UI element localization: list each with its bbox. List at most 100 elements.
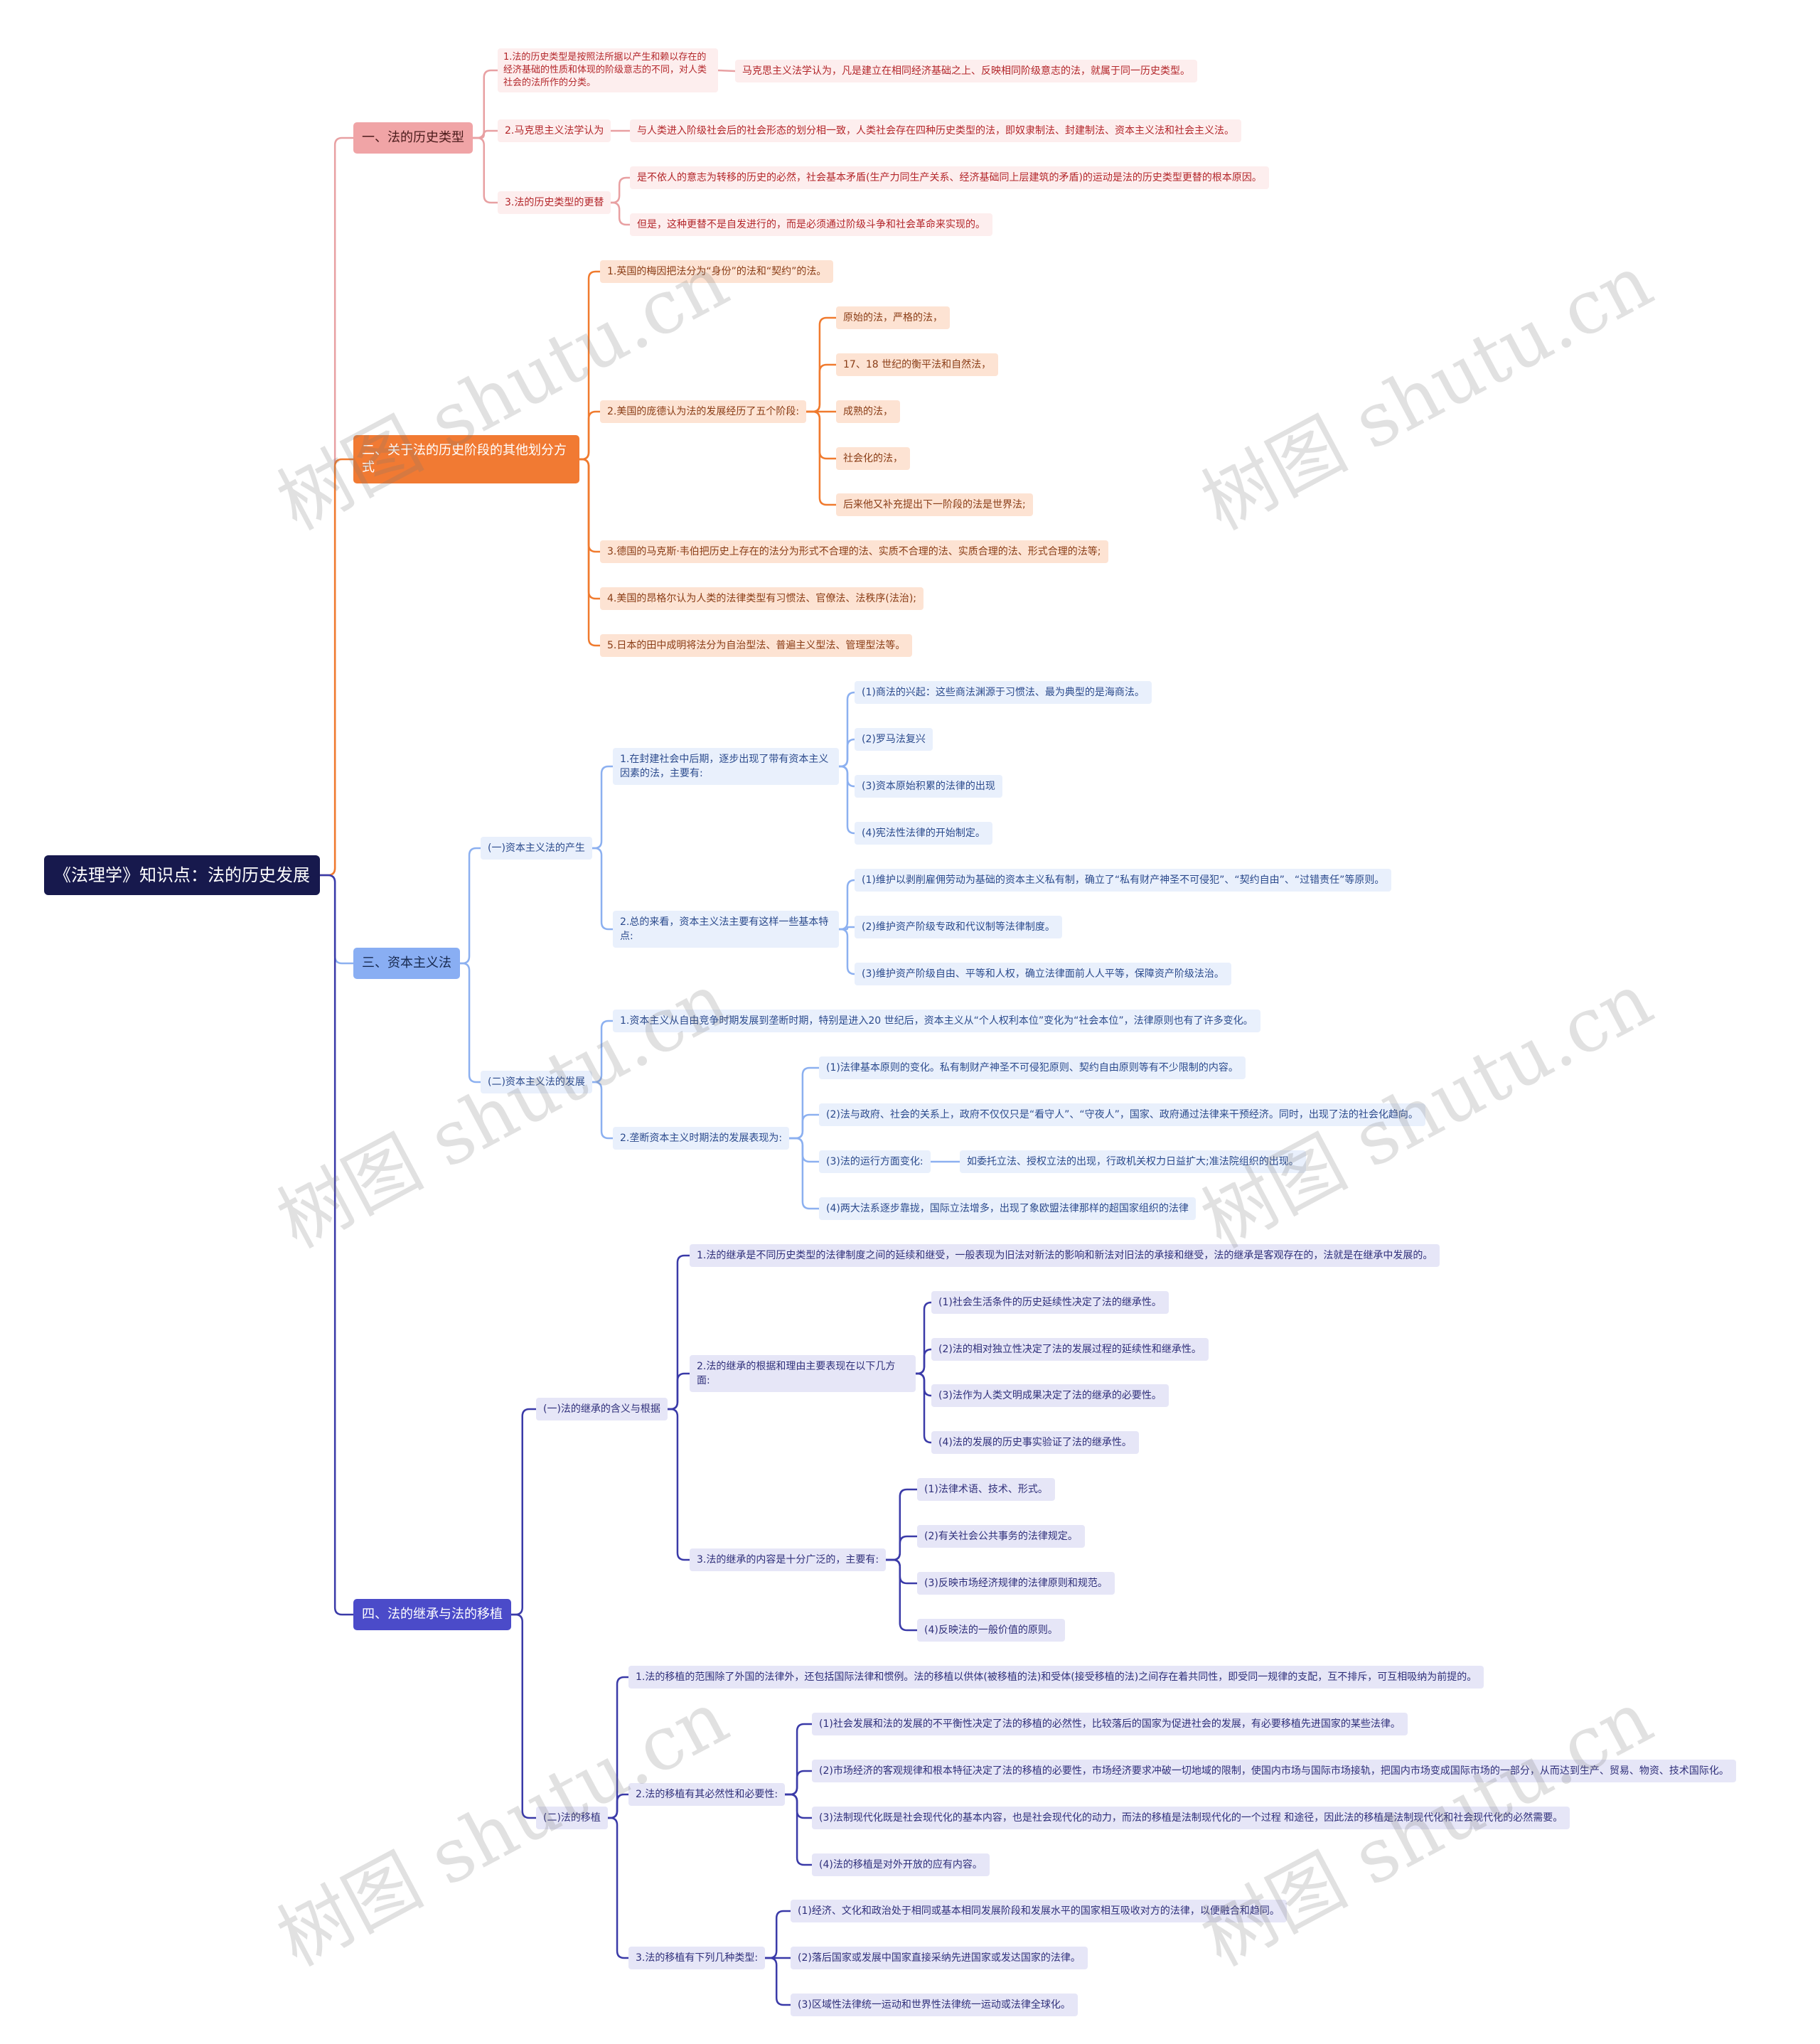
node-legal-systems-converge[interactable]: (4)两大法系逐步靠拢，国际立法增多，出现了象欧盟法律那样的超国家组织的法律	[819, 1197, 1196, 1220]
node-necessity-2[interactable]: (2)市场经济的客观规律和根本特征决定了法的移植的必要性，市场经济要求冲破一切地…	[812, 1760, 1736, 1782]
connector-line	[717, 69, 736, 73]
node-type-succession[interactable]: 3.法的历史类型的更替	[498, 191, 611, 214]
branch-historical-types[interactable]: 一、法的历史类型	[353, 122, 473, 154]
connector-line	[611, 201, 630, 226]
branch-inheritance-transplant[interactable]: 四、法的继承与法的移植	[353, 1599, 511, 1630]
node-private-property[interactable]: (1)维护以剥削雇佣劳动为基础的资本主义私有制，确立了“私有财产神圣不可侵犯”、…	[855, 869, 1392, 892]
node-inheritance-meaning[interactable]: (一)法的继承的含义与根据	[536, 1398, 668, 1420]
connector-line	[668, 1254, 690, 1411]
connector-line	[886, 1488, 917, 1561]
node-primitive-accumulation[interactable]: (3)资本原始积累的法律的出现	[855, 775, 1002, 798]
node-type-1[interactable]: (1)经济、文化和政治处于相同或基本相同发展阶段和发展水平的国家相互吸收对方的法…	[791, 1900, 1287, 1922]
connector-line	[839, 926, 855, 931]
connector-line	[668, 1408, 690, 1561]
connector-line	[789, 1113, 819, 1140]
connector-line	[511, 1408, 536, 1616]
connector-line	[785, 1770, 812, 1796]
node-inheritance-definition[interactable]: 1.法的继承是不同历史类型的法律制度之间的延续和继受，一般表现为旧法对新法的影响…	[690, 1244, 1440, 1267]
node-monopoly-manifestations[interactable]: 2.垄断资本主义时期法的发展表现为:	[613, 1127, 790, 1150]
connector-line	[789, 1137, 819, 1163]
node-pound-stage-4[interactable]: 社会化的法，	[836, 447, 910, 470]
node-succession-necessity[interactable]: 是不依人的意志为转移的历史的必然，社会基本矛盾(生产力同生产关系、经济基础同上层…	[630, 166, 1269, 189]
node-maine[interactable]: 1.英国的梅因把法分为“身份”的法和“契约”的法。	[600, 260, 834, 283]
node-content-2[interactable]: (2)有关社会公共事务的法律规定。	[917, 1525, 1085, 1548]
node-government-intervention[interactable]: (2)法与政府、社会的关系上，政府不仅仅只是“看守人”、“守夜人”，国家、政府通…	[819, 1103, 1425, 1126]
connector-line	[608, 1793, 628, 1819]
connector-line	[886, 1558, 917, 1585]
node-transplant-types[interactable]: 3.法的移植有下列几种类型:	[628, 1947, 766, 1969]
node-monopoly-period[interactable]: 1.资本主义从自由竞争时期发展到垄断时期，特别是进入20 世纪后，资本主义从“个…	[613, 1010, 1260, 1032]
node-capitalist-elements[interactable]: 1.在封建社会中后期，逐步出现了带有资本主义因素的法，主要有:	[613, 748, 839, 785]
connector-line	[320, 874, 353, 1616]
connector-line	[592, 847, 613, 931]
node-transplant-necessity[interactable]: 2.法的移植有其必然性和必要性:	[628, 1783, 786, 1806]
node-pound-stage-1[interactable]: 原始的法，严格的法，	[836, 306, 950, 329]
branch-capitalist-law[interactable]: 三、资本主义法	[353, 948, 460, 979]
node-principle-changes[interactable]: (1)法律基本原则的变化。私有制财产神圣不可侵犯原则、契约自由原则等有不少限制的…	[819, 1056, 1246, 1079]
node-succession-class-struggle[interactable]: 但是，这种更替不是自发进行的，而是必须通过阶级斗争和社会革命来实现的。	[630, 213, 992, 236]
node-inheritance-content[interactable]: 3.法的继承的内容是十分广泛的，主要有:	[690, 1548, 887, 1571]
node-necessity-1[interactable]: (1)社会发展和法的发展的不平衡性决定了法的移植的必然性，比较落后的国家为促进社…	[812, 1713, 1408, 1735]
node-marxist-view[interactable]: 2.马克思主义法学认为	[498, 119, 611, 142]
node-grounds-4[interactable]: (4)法的发展的历史事实验证了法的继承性。	[931, 1431, 1139, 1454]
connector-line	[765, 1910, 791, 1959]
node-inheritance-grounds[interactable]: 2.法的继承的根据和理由主要表现在以下几方面:	[690, 1355, 916, 1392]
node-law-transplant[interactable]: (二)法的移植	[536, 1807, 608, 1829]
connector-line	[579, 458, 600, 600]
node-pound-stage-2[interactable]: 17、18 世纪的衡平法和自然法，	[836, 353, 999, 376]
connector-line	[460, 847, 481, 965]
node-capitalist-features[interactable]: 2.总的来看，资本主义法主要有这样一些基本特点:	[613, 911, 839, 948]
connector-line	[785, 1723, 812, 1796]
connector-line	[916, 1372, 932, 1444]
node-content-1[interactable]: (1)法律术语、技术、形式。	[917, 1478, 1055, 1501]
connector-line	[460, 962, 481, 1083]
node-constitutional-law[interactable]: (4)宪法性法律的开始制定。	[855, 822, 992, 845]
node-weber[interactable]: 3.德国的马克斯·韦伯把历史上存在的法分为形式不合理的法、实质不合理的法、实质合…	[600, 540, 1108, 563]
connector-line	[765, 1957, 791, 2006]
node-transplant-scope[interactable]: 1.法的移植的范围除了外国的法律外，还包括国际法律和惯例。法的移植以供体(被移植…	[628, 1666, 1484, 1689]
node-necessity-4[interactable]: (4)法的移植是对外开放的应有内容。	[812, 1853, 990, 1876]
node-marxist-same-type[interactable]: 马克思主义法学认为，凡是建立在相同经济基础之上、反映相同阶级意志的法，就属于同一…	[735, 60, 1197, 82]
connector-line	[320, 137, 353, 877]
node-grounds-2[interactable]: (2)法的相对独立性决定了法的发展过程的延续性和继承性。	[931, 1338, 1209, 1361]
connector-line	[839, 765, 855, 835]
connector-line	[592, 1081, 613, 1140]
node-four-types[interactable]: 与人类进入阶级社会后的社会形态的划分相一致，人类社会存在四种历史类型的法，即奴隶…	[630, 119, 1241, 142]
connector-line	[806, 410, 836, 460]
node-capitalist-development[interactable]: (二)资本主义法的发展	[481, 1071, 592, 1093]
node-content-3[interactable]: (3)反映市场经济规律的法律原则和规范。	[917, 1572, 1115, 1595]
connector-line	[789, 1137, 819, 1210]
connector-line	[608, 1816, 628, 1959]
node-roman-law-revival[interactable]: (2)罗马法复兴	[855, 728, 933, 751]
node-tanaka[interactable]: 5.日本的田中成明将法分为自治型法、普遍主义型法、管理型法等。	[600, 634, 913, 657]
node-pound-stage-3[interactable]: 成熟的法，	[836, 400, 900, 423]
connector-line	[511, 1613, 536, 1819]
connector-line	[785, 1793, 812, 1866]
node-pound[interactable]: 2.美国的庞德认为法的发展经历了五个阶段:	[600, 400, 807, 423]
branch-other-divisions[interactable]: 二、关于法的历史阶段的其他划分方式	[353, 435, 579, 483]
node-necessity-3[interactable]: (3)法制现代化既是社会现代化的基本内容，也是社会现代化的动力，而法的移植是法制…	[812, 1807, 1570, 1829]
node-bourgeois-dictatorship[interactable]: (2)维护资产阶级专政和代议制等法律制度。	[855, 916, 1062, 938]
connector-line	[839, 928, 855, 975]
node-capitalist-origin[interactable]: (一)资本主义法的产生	[481, 837, 592, 860]
connector-line	[579, 458, 600, 647]
node-unger[interactable]: 4.美国的昂格尔认为人类的法律类型有习惯法、官僚法、法秩序(法治);	[600, 587, 924, 610]
node-bourgeois-rights[interactable]: (3)维护资产阶级自由、平等和人权，确立法律面前人人平等，保障资产阶级法治。	[855, 963, 1231, 985]
connector-line	[806, 363, 836, 413]
node-operation-changes[interactable]: (3)法的运行方面变化:	[819, 1150, 931, 1173]
node-delegated-legislation[interactable]: 如委托立法、授权立法的出现，行政机关权力日益扩大;准法院组织的出现。	[960, 1150, 1306, 1173]
connector-line	[789, 1066, 819, 1140]
connector-line	[473, 69, 498, 139]
node-commercial-law[interactable]: (1)商法的兴起：这些商法渊源于习惯法、最为典型的是海商法。	[855, 681, 1152, 704]
connector-line	[473, 129, 498, 139]
node-grounds-1[interactable]: (1)社会生活条件的历史延续性决定了法的继承性。	[931, 1291, 1169, 1314]
root-topic[interactable]: 《法理学》知识点：法的历史发展	[44, 855, 320, 895]
node-historical-type-definition[interactable]: 1.法的历史类型是按照法所据以产生和赖以存在的经济基础的性质和体现的阶级意志的不…	[498, 48, 718, 92]
node-type-3[interactable]: (3)区域性法律统一运动和世界性法律统一运动或法律全球化。	[791, 1994, 1078, 2016]
node-grounds-3[interactable]: (3)法作为人类文明成果决定了法的继承的必要性。	[931, 1384, 1169, 1407]
connector-line	[579, 458, 600, 553]
node-type-2[interactable]: (2)落后国家或发展中国家直接采纳先进国家或发达国家的法律。	[791, 1947, 1088, 1969]
node-content-4[interactable]: (4)反映法的一般价值的原则。	[917, 1619, 1065, 1642]
node-pound-stage-5[interactable]: 后来他又补充提出下一阶段的法是世界法;	[836, 493, 1033, 516]
